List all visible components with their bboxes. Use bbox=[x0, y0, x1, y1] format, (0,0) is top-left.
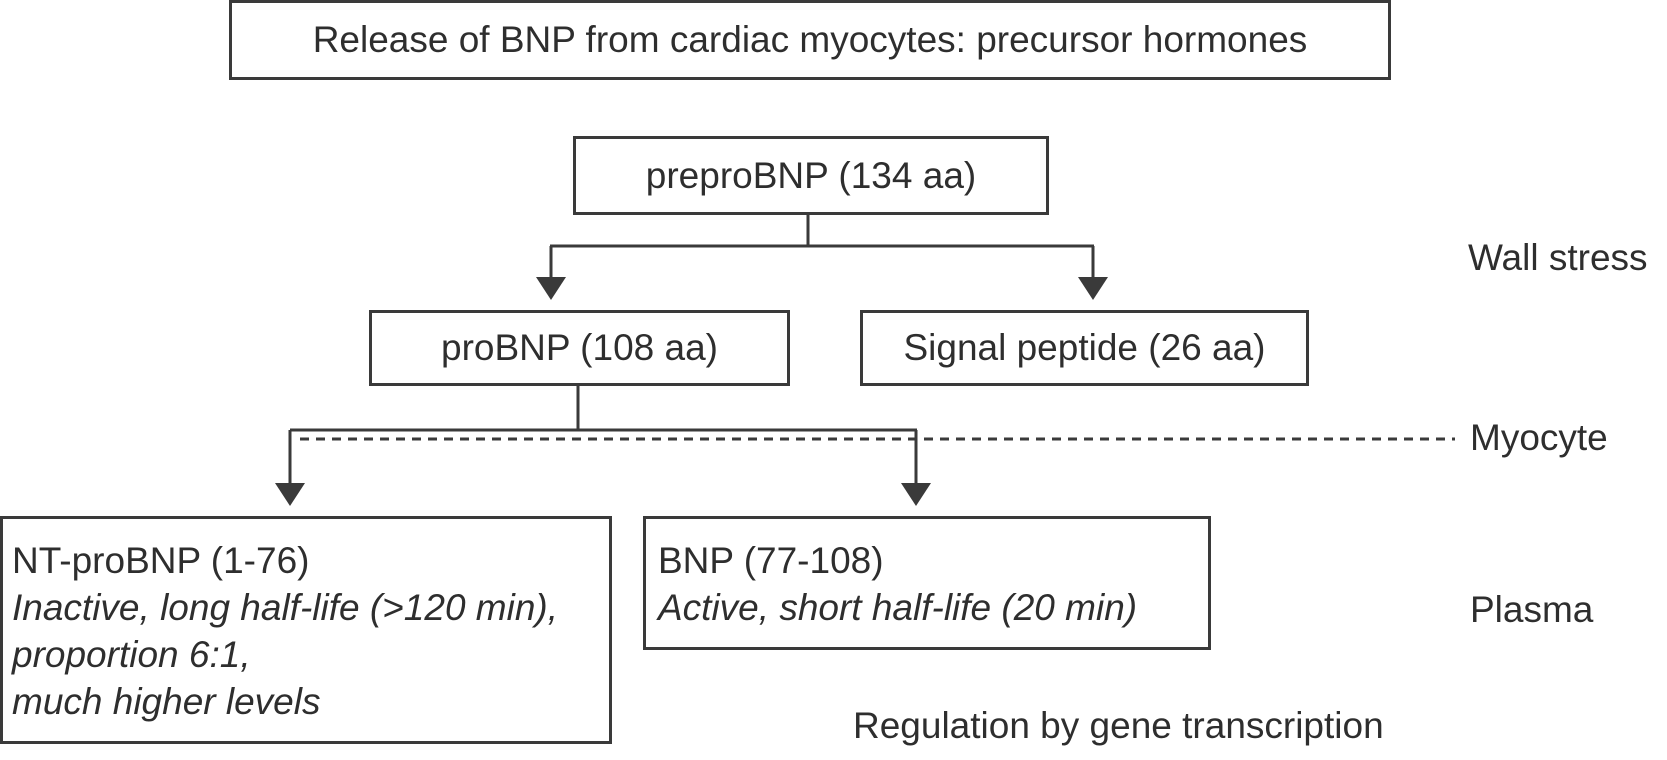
regulation-label: Regulation by gene transcription bbox=[853, 705, 1384, 746]
bnp-heading: BNP (77-108) bbox=[658, 540, 884, 581]
nt-probnp-description-line: proportion 6:1, bbox=[12, 634, 251, 675]
myocyte-label: Myocyte bbox=[1470, 417, 1608, 458]
diagram-title: Release of BNP from cardiac myocytes: pr… bbox=[229, 0, 1391, 80]
preprobnp-node: preproBNP (134 aa) bbox=[573, 136, 1049, 215]
nt-probnp-node: NT-proBNP (1-76) Inactive, long half-lif… bbox=[0, 516, 612, 744]
nt-probnp-heading: NT-proBNP (1-76) bbox=[12, 540, 310, 581]
plasma-label: Plasma bbox=[1470, 589, 1594, 630]
arrowhead-to-nt bbox=[275, 483, 305, 506]
nt-probnp-description-line: much higher levels bbox=[12, 681, 321, 722]
nt-probnp-description-line: Inactive, long half-life (>120 min), bbox=[12, 587, 559, 628]
bnp-node: BNP (77-108) Active, short half-life (20… bbox=[643, 516, 1211, 650]
arrowhead-to-pro bbox=[536, 277, 566, 300]
wall-stress-label: Wall stress bbox=[1468, 237, 1648, 278]
probnp-node: proBNP (108 aa) bbox=[369, 310, 790, 386]
bnp-description-line: Active, short half-life (20 min) bbox=[658, 587, 1138, 628]
arrowhead-to-bnp bbox=[901, 483, 931, 506]
arrowhead-to-signal bbox=[1078, 277, 1108, 300]
signal-peptide-node: Signal peptide (26 aa) bbox=[860, 310, 1309, 386]
